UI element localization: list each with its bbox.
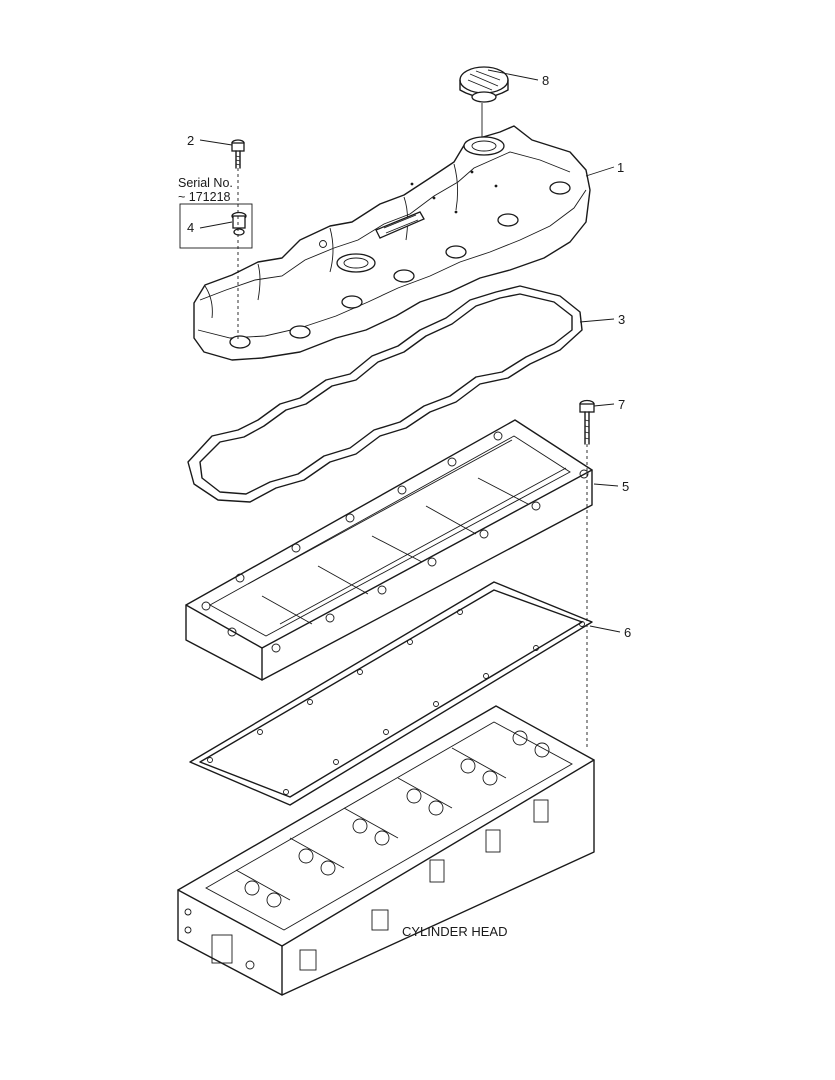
cylinder-head [177, 705, 595, 996]
serial-note-box [179, 203, 253, 249]
part-5-valve-cover-spacer[interactable] [185, 419, 593, 681]
cover-bolt-bosses [229, 181, 571, 349]
callout-4: 4 [187, 220, 194, 235]
part-7-bolt[interactable] [579, 399, 595, 445]
serial-note-line2: ~ 171218 [178, 190, 231, 204]
serial-note-line1: Serial No. [178, 176, 233, 190]
callout-1: 1 [617, 160, 624, 175]
part-2-bolt[interactable] [231, 139, 245, 169]
part-8-oil-filler-cap[interactable] [459, 66, 509, 140]
spacer-bolt-holes [201, 431, 589, 653]
callout-7: 7 [618, 397, 625, 412]
leader-lines [199, 69, 621, 633]
callout-5: 5 [622, 479, 629, 494]
gasket-bolt-holes [207, 609, 585, 795]
callout-3: 3 [618, 312, 625, 327]
part-1-valve-cover[interactable] [193, 125, 591, 361]
part-4-grommet[interactable] [231, 211, 247, 236]
head-side-ports [211, 799, 549, 971]
part-3-valve-cover-gasket[interactable] [187, 285, 583, 503]
callout-8: 8 [542, 73, 549, 88]
cylinder-head-label: CYLINDER HEAD [402, 924, 507, 939]
part-6-spacer-gasket[interactable] [189, 581, 593, 806]
callout-6: 6 [624, 625, 631, 640]
callout-2: 2 [187, 133, 194, 148]
head-valve-bores [244, 730, 550, 908]
